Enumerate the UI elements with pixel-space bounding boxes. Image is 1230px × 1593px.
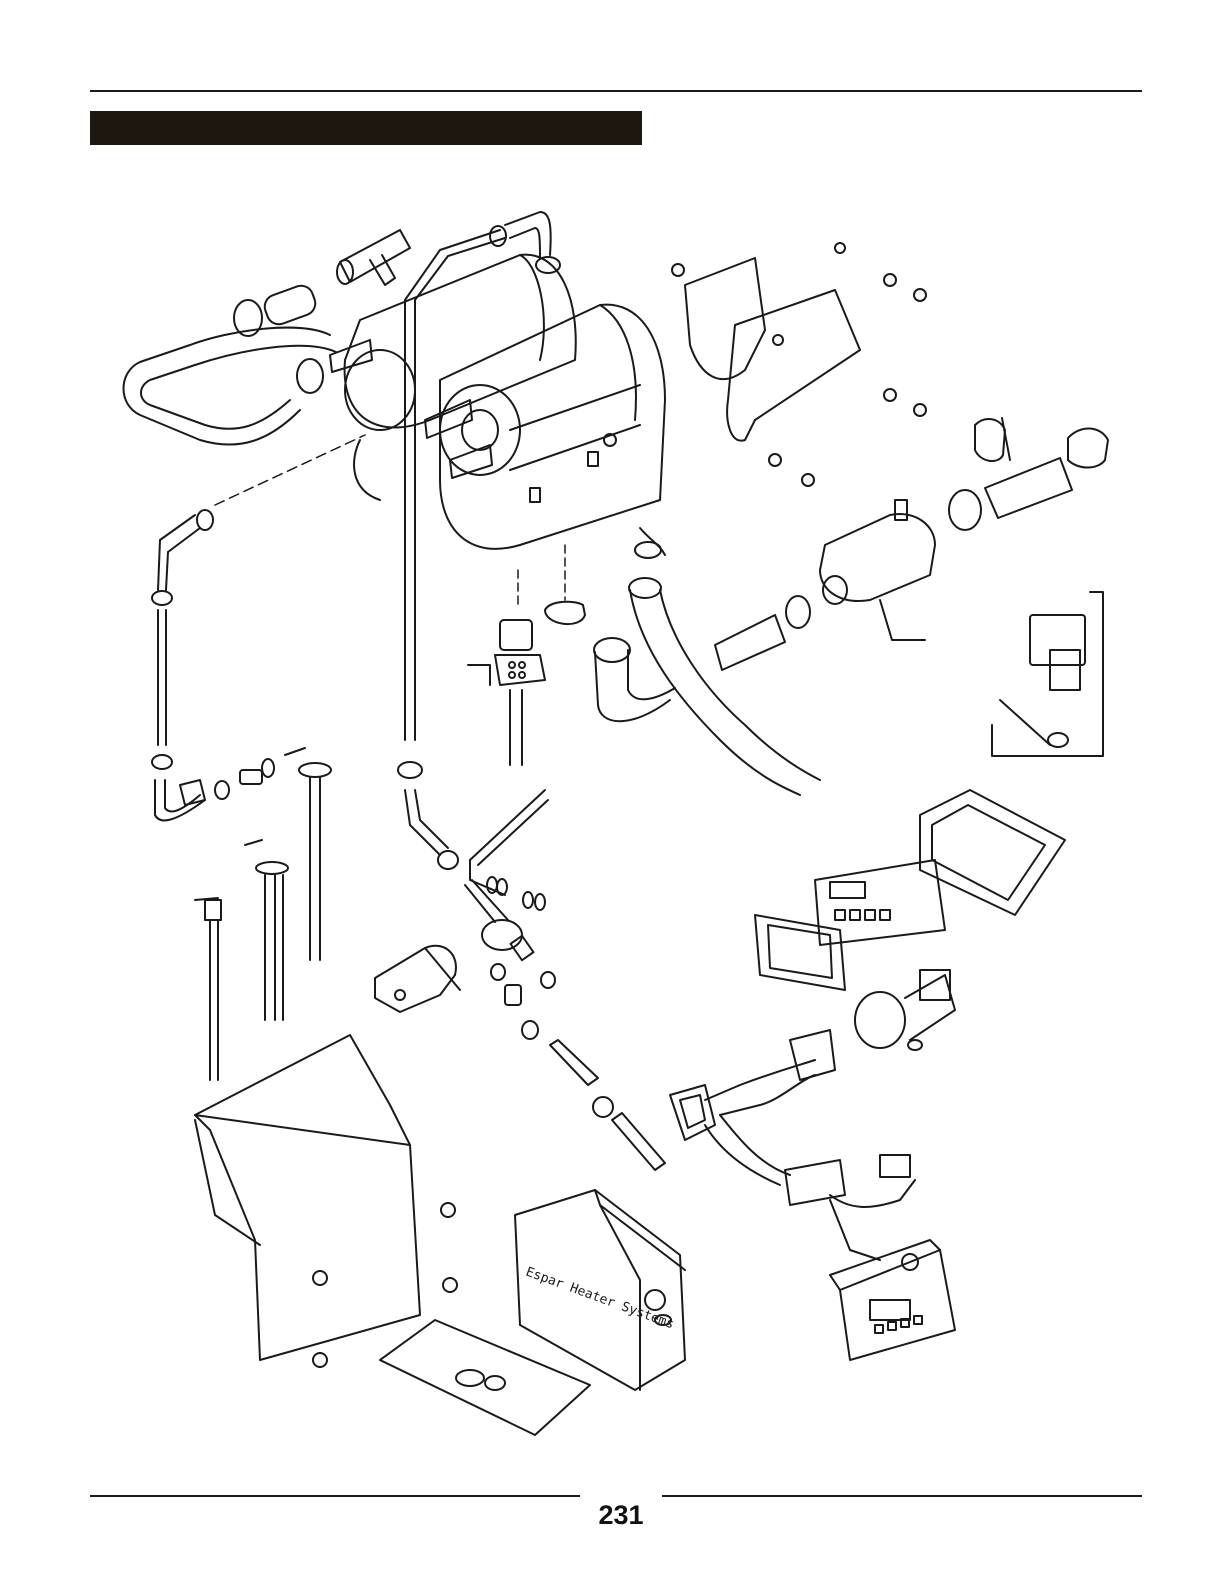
bracket-bolts xyxy=(312,1202,458,1368)
fuel-standpipe-3 xyxy=(284,747,332,961)
fuel-pump-wire xyxy=(469,789,549,896)
mounting-bolts xyxy=(671,242,927,487)
fuel-hose-middle xyxy=(397,761,459,870)
exhaust-silencer xyxy=(819,499,936,641)
wiring-harness xyxy=(704,1059,916,1261)
fuel-standpipe-1 xyxy=(194,897,222,1081)
switch-knob xyxy=(854,969,956,1051)
flexible-air-duct xyxy=(628,577,821,796)
digital-timer xyxy=(814,859,946,946)
coolant-hose-loop xyxy=(122,326,337,446)
page-number: 231 xyxy=(598,1500,644,1530)
fuel-standpipe-2 xyxy=(244,839,289,1021)
fuel-line-vertical xyxy=(404,229,506,741)
harness-plug-left xyxy=(669,1084,716,1141)
harness-plug-top xyxy=(789,1029,836,1081)
control-box xyxy=(514,1189,686,1391)
duct-clamp xyxy=(544,527,666,626)
timer-bezel xyxy=(754,914,846,991)
exhaust-pipe-flex xyxy=(948,427,1109,531)
bottom-rule-right xyxy=(662,1495,1142,1497)
wiring-connector xyxy=(467,619,546,766)
connector-pins xyxy=(486,876,546,911)
hose-clamp-upper xyxy=(233,299,324,394)
air-duct-elbow xyxy=(593,637,676,723)
control-box-label: Espar Heater Systems xyxy=(524,1265,676,1333)
mounting-plate xyxy=(379,1319,591,1436)
pipe-bend-top xyxy=(489,211,561,274)
t-piece-connector xyxy=(336,229,411,286)
assembly-line xyxy=(214,434,366,506)
section-title-bar xyxy=(90,111,642,145)
coupling-pipe xyxy=(263,284,317,326)
fuel-line-lower xyxy=(490,963,666,1171)
remote-timer-unit xyxy=(829,1239,956,1361)
small-hose-left xyxy=(151,509,214,822)
bottom-rule-left xyxy=(90,1495,580,1497)
top-rule xyxy=(90,90,1142,92)
fuse-holder-group xyxy=(991,591,1104,757)
exhaust-pipe-middle xyxy=(714,595,811,671)
harness-plug-small xyxy=(879,1154,911,1178)
fuel-fittings xyxy=(179,758,275,806)
heater-unit-front xyxy=(424,303,666,550)
pump-bracket xyxy=(374,945,461,1013)
fuel-pump xyxy=(464,879,535,962)
mounting-bracket xyxy=(684,257,861,442)
tank-mounting-bracket xyxy=(194,1034,421,1361)
pipe-clamp-right xyxy=(974,417,1011,462)
control-panel-cover xyxy=(919,789,1066,916)
harness-plug-mid xyxy=(784,1159,846,1206)
